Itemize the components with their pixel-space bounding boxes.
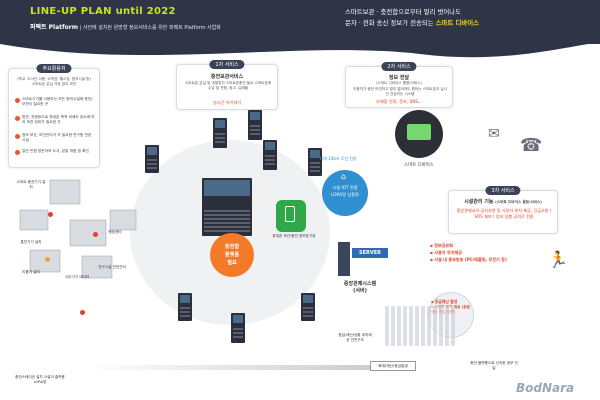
kiosk-unit	[231, 313, 245, 343]
service-2-name: 정보 전달	[388, 75, 410, 81]
bullet-icon	[15, 134, 20, 139]
info-bullets: ▪ 정보공유화 ▪ 사용자 위치제공 ▪ 사설 내 동보방송 (PC/태블릿, …	[430, 242, 510, 263]
service-3-desc: 중앙관제서의 공지사항 및 사용자 위치 제공, 긴급사항 ( SOS 제보 )…	[456, 208, 552, 219]
use-item: 법관, 관광등으로 휴대폰 목적 외에도 장소에 따라 보관 장비가 필요한 곳	[15, 115, 95, 125]
use-item: 정보 보호, 보안관리가 꼭 필요한 연구원 관련 시설	[15, 133, 95, 143]
lora-node: 사설 IOT 전용 LORA망 상용화	[322, 170, 368, 216]
central-kiosk	[202, 178, 252, 236]
place-label: 행정센터	[108, 230, 122, 234]
platform-desc: 사전에 설치된 원방형 정보서비스를 위한 퍼펙트 Platform 사업화	[82, 25, 221, 31]
flow-arrow	[84, 365, 374, 370]
use-item: 스마트기기를 사용하는 모든 편의시설에 충전/보관이 필요한 곳	[15, 97, 95, 107]
place-label: 연구시설 안전관리	[98, 265, 126, 269]
service-1-panel: 1차 서비스 충전보관서비스 스마트폰 분실 및 과열방지 스마트폰충전 필요 …	[176, 60, 278, 110]
bodnara-logo: BodNara	[516, 381, 575, 395]
smart-device-label: 스마트 디바이스	[404, 163, 434, 168]
service-2-sub: (스마트 디바이스 활용/서비스)	[376, 81, 422, 85]
service-2-note: 부재중 전화, 문자, SNS...	[375, 99, 423, 104]
info-bullet: ▪ 사용자 위치제공	[430, 250, 462, 255]
server-rack	[338, 242, 350, 276]
alert-dot	[80, 310, 85, 315]
user-call-icon: ☎	[520, 135, 543, 156]
alert-dot	[45, 257, 50, 262]
service-2-panel: 2차 서비스 정보 전달 (스마트 디바이스 활용/서비스) 이용자가 충전 보…	[345, 62, 453, 108]
service-1-name: 충전보관서비스	[210, 74, 244, 80]
main-uses-panel: 주요활용처 (학교, 도서관 이용, 숙박업, 헬스장, 편의시설 등) 스마트…	[8, 64, 100, 168]
bottom-left-label: 충전스테이션 설치 사설이 출력용 LORA망	[15, 375, 65, 384]
kiosk-unit	[145, 145, 159, 173]
place-label: 리튬기 설치	[22, 270, 40, 274]
bottom-mid-top-label: 응급/재난/상황 위치제공 안전구조	[338, 333, 372, 342]
kiosk-unit	[178, 293, 192, 321]
kiosk-unit	[301, 293, 315, 321]
header-band: LINE-UP PLAN until 2022 퍼펙트 Platform | 사…	[0, 0, 600, 44]
user-messenger-icon: ✉	[488, 126, 500, 142]
service-1-desc: 스마트폰 분실 및 과열방지 스마트폰충전 필요 스마트폰에 수납 및 전원, …	[184, 81, 272, 90]
center-badge: 충전함 플랫폼 필요	[210, 233, 254, 277]
place-label: 통전기기 설치	[20, 240, 42, 244]
phone-icon	[285, 206, 295, 222]
kiosk-unit	[213, 118, 227, 148]
service-3-panel: 3차 서비스 시설관리 기능 (스마트 디바이스 활용/서비스) 중앙관제서의 …	[448, 186, 558, 234]
bullet-icon	[15, 116, 20, 121]
service-3-name: 시설관리 기능	[464, 199, 494, 205]
bullet-icon	[15, 150, 20, 155]
main-uses-title: 주요활용처	[36, 64, 72, 73]
main-uses-intro: (학교, 도서관 이용, 숙박업, 헬스장, 편의시설 등) 스마트폰 분실 걱…	[17, 77, 91, 86]
lora-range-label: 최대 10km 무선 전송	[319, 156, 357, 161]
use-item: 일반 민원 방문하여 도서, 본말 체험 등 확인	[15, 149, 95, 155]
phone-info-label: 휴대폰 보관/충전 정보표기뷰	[272, 234, 316, 238]
alert-dot	[48, 212, 53, 217]
runner-icon: 🏃	[548, 250, 568, 269]
antenna-icon: ⌂	[341, 172, 347, 181]
kiosk-unit	[248, 110, 262, 140]
server-badge: SERVER	[352, 248, 388, 258]
platform-name: 퍼펙트 Platform	[30, 24, 78, 31]
info-bullet: ▪ 정보공유화	[430, 243, 454, 248]
disaster-box: 화재/재난/응급발생	[370, 361, 416, 371]
kiosk-unit	[308, 148, 322, 176]
plan-subtitle: 퍼펙트 Platform | 사전에 설치된 원방형 정보서비스를 위한 퍼펙트…	[30, 24, 221, 31]
server-label: 중앙관제시스템 (서버)	[343, 281, 377, 294]
place-label: 사무기기 데이터	[64, 275, 90, 279]
service-1-title: 1차 서비스	[209, 60, 245, 69]
bullet-icon	[15, 98, 20, 103]
emergency-bullet: ▪ 응급재난 발생	[431, 299, 458, 304]
service-2-desc: 이용자가 충전 보관하고 멀리 떨어져도 원하는 스마트폰이 실시간 전송되는 …	[353, 87, 447, 96]
smartwatch	[395, 110, 443, 158]
service-2-title: 2차 서비스	[381, 62, 417, 71]
service-3-title: 3차 서비스	[485, 186, 521, 195]
plan-title: LINE-UP PLAN until 2022	[30, 6, 176, 17]
place-label: 스마트 충전기기 설치	[16, 180, 46, 189]
alert-dot	[93, 232, 98, 237]
bottom-right-label: 충전·플랫폼으로 신속한 정보 전달	[470, 361, 518, 370]
crowd-illustration	[385, 306, 455, 346]
info-bullet: ▪ 사설 내 동보방송 (PC/태블릿, 무전기 등)	[430, 257, 507, 262]
phone-info-bubble	[276, 200, 306, 232]
header-wave	[0, 40, 600, 58]
tagline-highlight: 스마트 디바이스	[435, 19, 480, 27]
kiosk-unit	[263, 140, 277, 170]
header-tagline: 스마트보관 · 충전함으로부터 멀리 벗어나도 문자 · 전화 송신 정보가 전…	[345, 8, 480, 27]
service-1-note: 실시간 유기하기	[212, 100, 242, 105]
service-3-sub: (스마트 디바이스 활용/서비스)	[495, 200, 542, 204]
